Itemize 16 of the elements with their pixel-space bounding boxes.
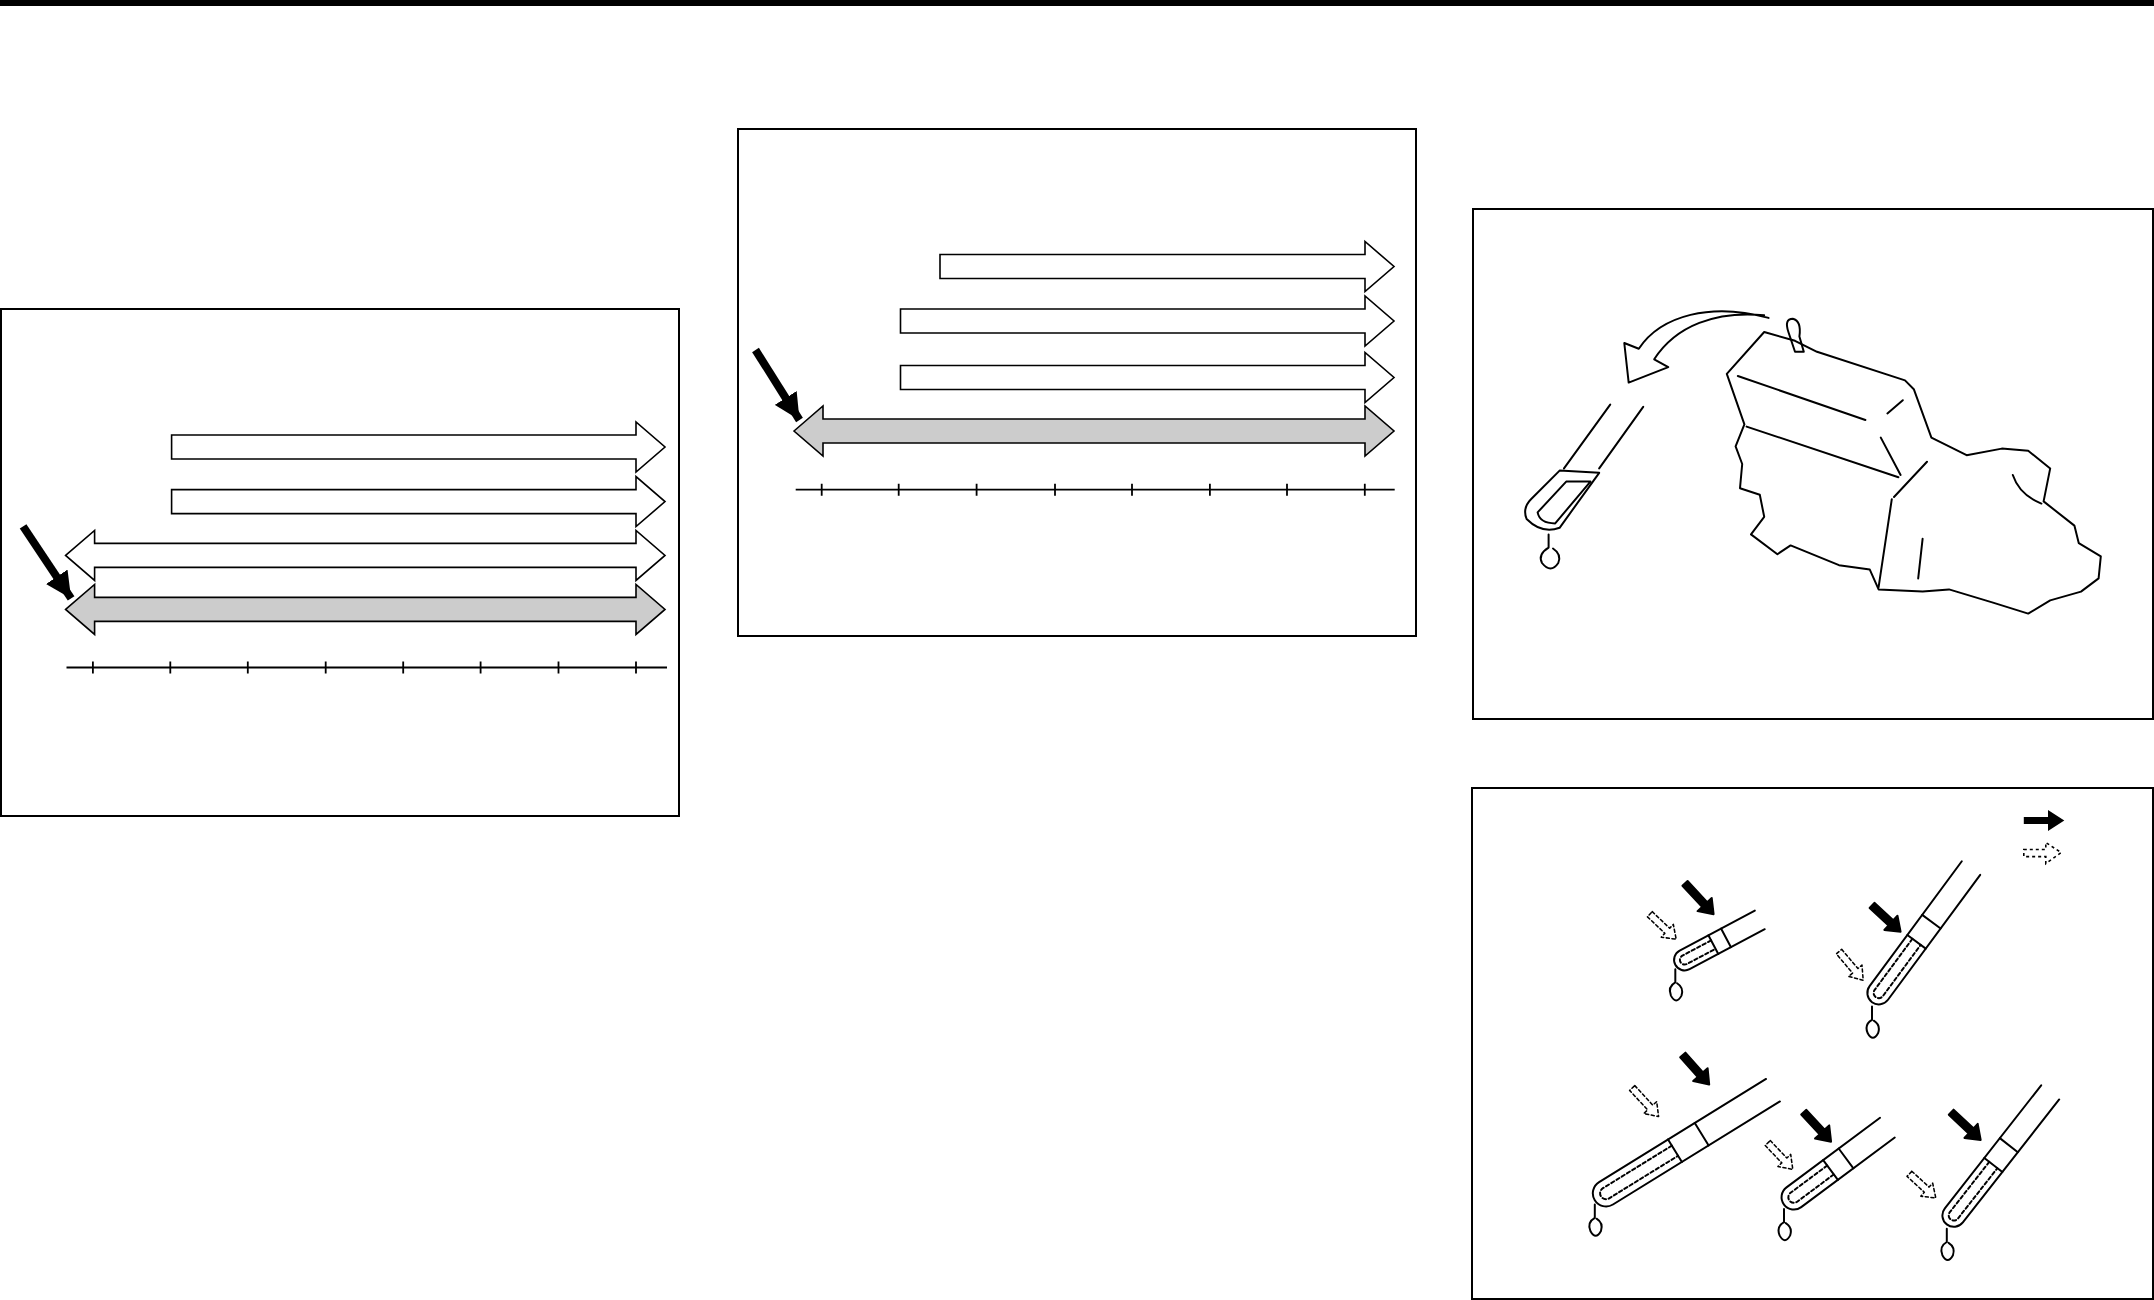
range-bar <box>170 474 667 529</box>
range-bar <box>899 350 1396 405</box>
panel-frame <box>1472 208 2154 720</box>
panel-frame <box>1471 787 2154 1300</box>
range-bar <box>64 582 667 637</box>
engine-dipstick-illustration <box>1524 310 2102 615</box>
range-bar <box>170 420 667 474</box>
range-bar <box>939 239 1396 294</box>
dipstick-illustration <box>1588 860 2061 1262</box>
pointer-arrow <box>752 347 803 423</box>
range-bar <box>899 294 1396 348</box>
pointer-arrow <box>19 524 75 601</box>
range-bar <box>792 404 1396 458</box>
panel-frame <box>0 308 680 817</box>
panel-frame <box>737 128 1417 637</box>
range-bar <box>64 528 667 583</box>
